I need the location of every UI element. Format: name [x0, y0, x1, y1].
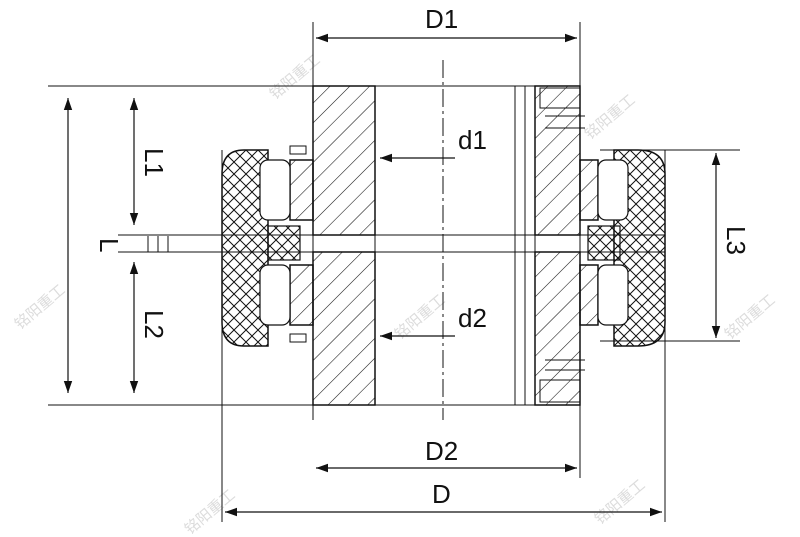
label-L2: L2: [139, 310, 169, 339]
left-elastic-ring: [221, 149, 269, 347]
label-L: L: [94, 238, 124, 252]
center-pieces: [267, 225, 621, 261]
svg-text:铭阳重工: 铭阳重工: [721, 291, 779, 343]
label-D2: D2: [425, 436, 458, 466]
label-D: D: [432, 479, 451, 509]
inner-cavities: [259, 159, 629, 326]
dimension-lines: [63, 33, 721, 517]
left-hub: [289, 85, 376, 406]
label-d1: d1: [458, 125, 487, 155]
svg-text:铭阳重工: 铭阳重工: [581, 91, 639, 143]
label-L3: L3: [721, 226, 751, 255]
label-D1: D1: [425, 4, 458, 34]
svg-text:铭阳重工: 铭阳重工: [181, 486, 239, 537]
label-L1: L1: [139, 148, 169, 177]
svg-text:铭阳重工: 铭阳重工: [391, 291, 449, 343]
svg-text:铭阳重工: 铭阳重工: [591, 476, 649, 528]
bolt-details: [147, 87, 585, 403]
svg-text:铭阳重工: 铭阳重工: [11, 281, 69, 333]
bore-lines: [374, 86, 536, 405]
label-d2: d2: [458, 303, 487, 333]
